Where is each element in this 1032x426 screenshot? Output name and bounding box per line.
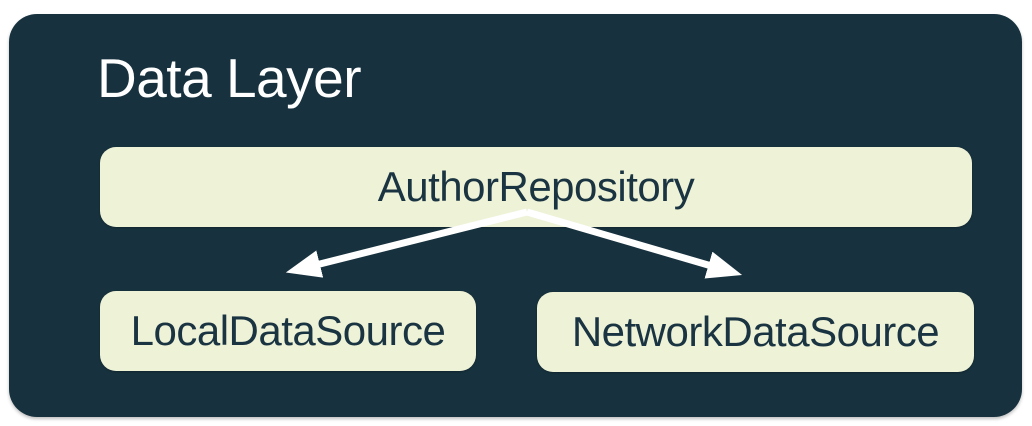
diagram-title: Data Layer (97, 47, 362, 109)
data-layer-container: Data Layer AuthorRepository LocalDataSou… (9, 14, 1022, 417)
node-author-repository: AuthorRepository (100, 147, 972, 227)
node-network-data-source: NetworkDataSource (537, 292, 974, 372)
node-author-repository-label: AuthorRepository (377, 163, 695, 210)
node-network-data-source-label: NetworkDataSource (571, 308, 940, 355)
node-local-data-source-label: LocalDataSource (130, 307, 446, 354)
node-local-data-source: LocalDataSource (100, 291, 476, 371)
